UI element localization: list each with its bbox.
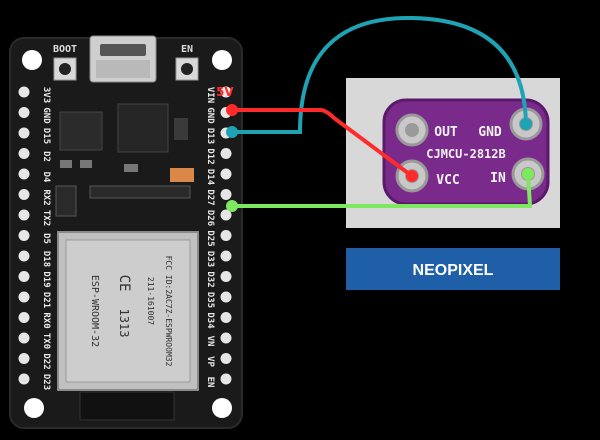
right-pin-label: D25 <box>205 230 215 246</box>
mounting-hole <box>212 398 232 418</box>
left-pin-hole <box>18 86 30 98</box>
right-pin-hole <box>220 250 232 262</box>
right-pin-hole <box>220 353 232 364</box>
right-pin-label: VN <box>205 336 215 347</box>
right-pin-label: EN <box>205 377 215 388</box>
right-pin-hole <box>220 230 232 241</box>
ground-endpoint <box>520 118 532 130</box>
left-pin-hole <box>18 148 30 159</box>
power-wire <box>232 108 414 178</box>
left-pin-label: D15 <box>41 128 51 144</box>
neopixel-banner-label: NEOPIXEL <box>413 262 494 279</box>
pin-label-gnd: GND <box>478 125 502 140</box>
neopixel-banner: NEOPIXEL <box>346 248 560 290</box>
power-endpoint <box>226 104 238 116</box>
right-pin-label: D14 <box>205 169 215 186</box>
right-pin-hole <box>220 373 232 385</box>
left-pin-hole <box>18 209 30 221</box>
left-pin-hole <box>18 373 30 385</box>
right-pin-label: VP <box>205 356 215 367</box>
left-pin-hole <box>18 332 30 344</box>
right-pin-hole <box>220 209 232 221</box>
right-pin-label: D13 <box>205 128 215 144</box>
left-pin-hole <box>18 250 30 262</box>
en-button[interactable] <box>175 57 199 81</box>
power-endpoint <box>406 170 418 182</box>
left-pin-hole <box>18 312 30 323</box>
left-pin-label: D18 <box>41 251 51 267</box>
left-pin-hole <box>18 353 30 364</box>
right-pin-label: D26 <box>205 210 215 226</box>
module-ce-number: 1313 <box>117 309 131 338</box>
data-endpoint <box>226 200 238 212</box>
mounting-hole <box>22 50 42 70</box>
left-pin-hole <box>18 271 30 282</box>
module-fcc-id: FCC ID:2AC7Z-ESPWROOM32 <box>164 256 173 367</box>
ground-wire <box>232 15 528 134</box>
pad-out <box>395 113 429 147</box>
pin-label-in: IN <box>490 171 506 186</box>
right-pin-hole <box>220 148 232 159</box>
left-pin-label: D21 <box>41 292 51 308</box>
left-pin-label: D5 <box>41 233 51 244</box>
onboard-components <box>55 103 194 217</box>
data-wire <box>232 173 533 208</box>
right-pin-hole <box>220 312 232 323</box>
right-pin-hole <box>220 332 232 344</box>
right-pin-label: D12 <box>205 148 215 164</box>
neopixel-model: CJMCU-2812B <box>426 147 505 161</box>
left-pin-label: RX0 <box>41 312 51 328</box>
right-pin-label: D32 <box>205 271 215 287</box>
left-pin-hole <box>18 168 30 180</box>
right-pin-hole <box>220 168 232 180</box>
left-pin-label: D4 <box>41 172 51 183</box>
left-pin-hole <box>18 189 30 200</box>
boot-button[interactable] <box>53 57 77 81</box>
right-pin-hole <box>220 86 232 98</box>
left-pin-label: RX2 <box>41 189 51 205</box>
data-endpoint <box>522 168 534 180</box>
left-pin-label: D23 <box>41 374 51 390</box>
module-ce-mark: CE <box>116 275 132 292</box>
right-pin-label: D34 <box>205 312 215 329</box>
left-pin-label: TX2 <box>41 210 51 226</box>
right-pin-hole <box>220 189 232 200</box>
module-name: ESP-WROOM-32 <box>89 275 100 347</box>
right-pin-label: D35 <box>205 292 215 308</box>
right-pin-label: GND <box>205 107 215 124</box>
right-pin-hole <box>220 291 232 303</box>
ground-endpoint <box>226 126 238 138</box>
en-label: EN <box>181 44 193 55</box>
wires: 5V <box>216 15 534 212</box>
left-pin-label: TX0 <box>41 333 51 349</box>
left-pin-label: D22 <box>41 353 51 369</box>
esp32-board: BOOT EN FCC ID:2AC7Z-ESPWROOM32 211-16 <box>9 35 243 429</box>
right-pin-label: D27 <box>205 189 215 205</box>
right-pin-hole <box>220 271 232 282</box>
pin-label-out: OUT <box>434 125 458 140</box>
esp32-module: FCC ID:2AC7Z-ESPWROOM32 211-161007 CE 13… <box>57 231 199 421</box>
right-pin-label: VIN <box>205 87 215 103</box>
mounting-hole <box>212 50 232 70</box>
left-pin-label: GND <box>41 107 51 124</box>
pin-label-vcc: VCC <box>436 173 459 188</box>
left-pin-hole <box>18 107 30 118</box>
left-pin-hole <box>18 291 30 303</box>
boot-label: BOOT <box>53 44 77 55</box>
module-cert-number: 211-161007 <box>146 277 155 325</box>
left-pin-hole <box>18 230 30 241</box>
right-pin-label: D33 <box>205 251 215 267</box>
left-pin-hole <box>18 127 30 139</box>
left-pin-label: 3V3 <box>41 87 51 103</box>
usb-port <box>89 35 157 83</box>
capacitor <box>170 168 194 182</box>
left-pin-label: D19 <box>41 271 51 287</box>
mounting-hole <box>24 398 44 418</box>
power-label-5v: 5V <box>216 85 234 99</box>
left-pin-label: D2 <box>41 151 51 162</box>
